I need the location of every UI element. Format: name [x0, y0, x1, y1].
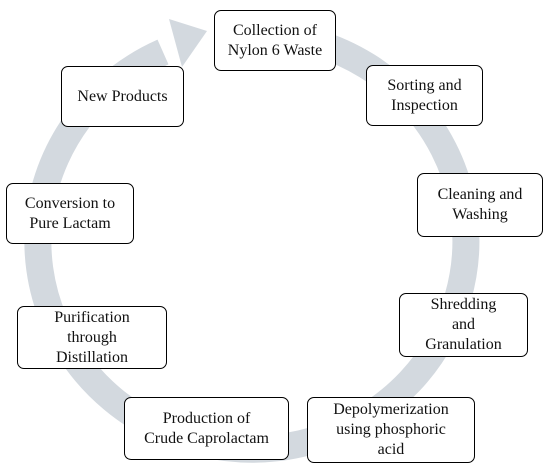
step-conversion-to-pure-lactam: Conversion to Pure Lactam: [6, 183, 134, 244]
cycle-arrowhead: [169, 19, 207, 67]
step-cleaning-and-washing: Cleaning and Washing: [417, 173, 543, 237]
step-production-of-crude-caprolactam: Production of Crude Caprolactam: [124, 397, 289, 460]
step-shredding-and-granulation: Shredding and Granulation: [399, 293, 528, 357]
step-sorting-and-inspection: Sorting and Inspection: [366, 65, 483, 126]
step-collection-of-nylon-6-waste: Collection of Nylon 6 Waste: [214, 10, 336, 71]
step-depolymerization: Depolymerization using phosphoric acid: [307, 397, 475, 463]
step-purification-through-distillation: Purification through Distillation: [17, 306, 167, 369]
step-new-products: New Products: [61, 66, 184, 127]
